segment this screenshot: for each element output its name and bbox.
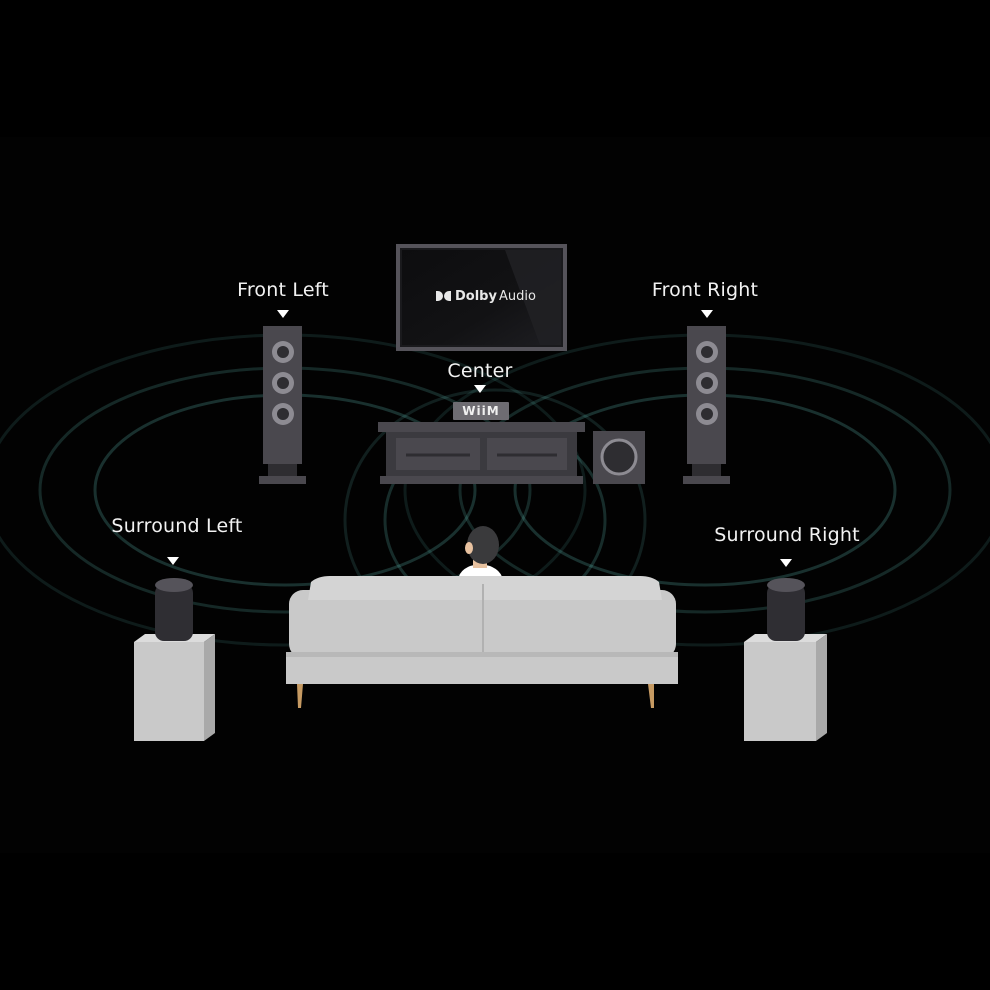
label-front-right: Front Right [651, 279, 759, 301]
subwoofer [593, 431, 645, 484]
pointer-center-icon [474, 385, 486, 393]
pointer-surround-right-icon [780, 559, 792, 567]
label-surround-right: Surround Right [714, 524, 860, 546]
sofa [286, 576, 678, 708]
dolby-logo-icon [436, 291, 451, 301]
center-soundbar: WiiM [453, 402, 509, 420]
tv [396, 244, 567, 351]
surround-right-speaker [744, 578, 827, 741]
pointer-front-left-icon [277, 310, 289, 318]
front-right-speaker [683, 326, 730, 484]
tv-logo-product: Audio [498, 288, 536, 304]
label-center: Center [447, 360, 513, 382]
tv-logo-brand: Dolby [455, 288, 497, 304]
tv-cabinet [378, 422, 585, 484]
pointer-surround-left-icon [167, 557, 179, 565]
surround-left-speaker [134, 578, 215, 741]
pointer-front-right-icon [701, 310, 713, 318]
label-front-left: Front Left [237, 279, 329, 301]
label-surround-left: Surround Left [111, 515, 243, 537]
front-left-speaker [259, 326, 306, 484]
tv-screen-logo: Dolby Audio [436, 287, 536, 305]
